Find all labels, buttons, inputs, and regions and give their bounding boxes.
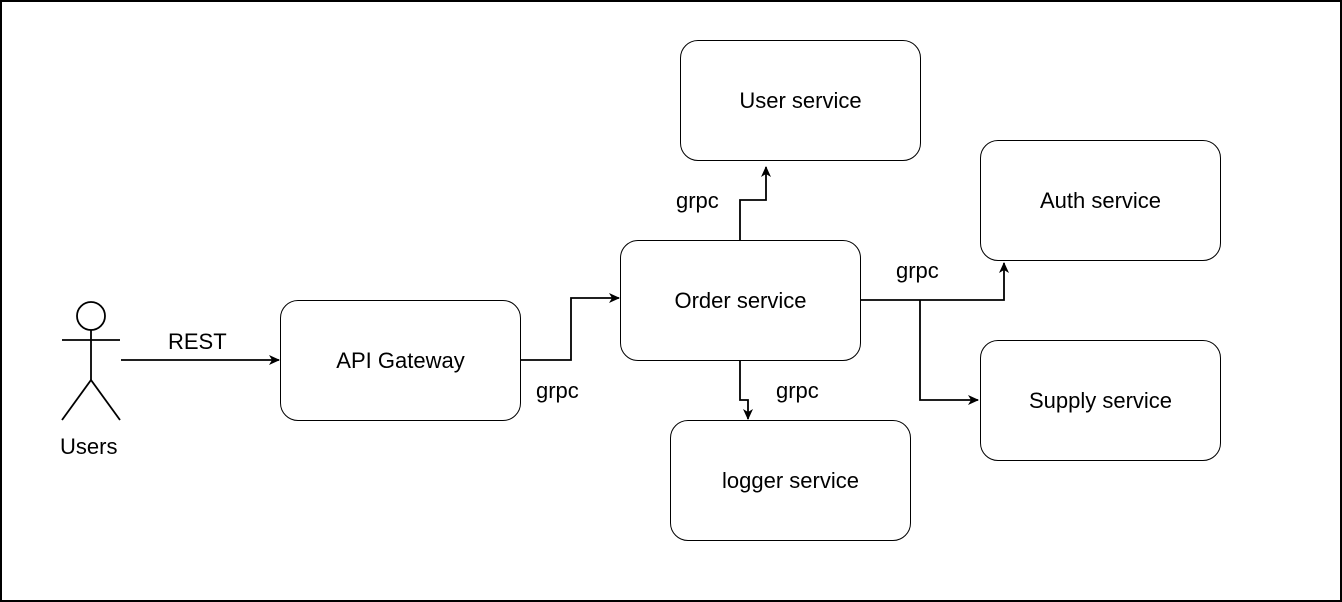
user-service-node[interactable]: User service (680, 40, 921, 161)
supply-service-label: Supply service (1028, 387, 1173, 413)
users-actor-icon (61, 301, 121, 421)
auth-service-node[interactable]: Auth service (980, 140, 1221, 261)
auth-service-label: Auth service (1039, 187, 1162, 213)
logger-service-label: logger service (722, 467, 859, 493)
edge-order-to-logger (739, 360, 753, 420)
edge-order-to-supply (919, 300, 979, 405)
edge-label-grpc-user: grpc (676, 188, 719, 213)
edge-label-grpc-logger: grpc (776, 378, 819, 403)
edge-label-rest: REST (168, 329, 227, 354)
edge-order-to-user (739, 166, 771, 240)
user-service-label: User service (739, 87, 862, 113)
supply-service-node[interactable]: Supply service (980, 340, 1221, 461)
edge-order-to-auth (860, 262, 1009, 301)
edge-label-grpc-auth: grpc (896, 258, 939, 283)
edge-gateway-to-order (520, 293, 620, 361)
edge-label-grpc-gateway: grpc (536, 378, 579, 403)
api-gateway-label: API Gateway (336, 347, 465, 373)
api-gateway-node[interactable]: API Gateway (280, 300, 521, 421)
order-service-label: Order service (674, 287, 807, 313)
users-actor-label: Users (60, 434, 118, 459)
logger-service-node[interactable]: logger service (670, 420, 911, 541)
order-service-node[interactable]: Order service (620, 240, 861, 361)
